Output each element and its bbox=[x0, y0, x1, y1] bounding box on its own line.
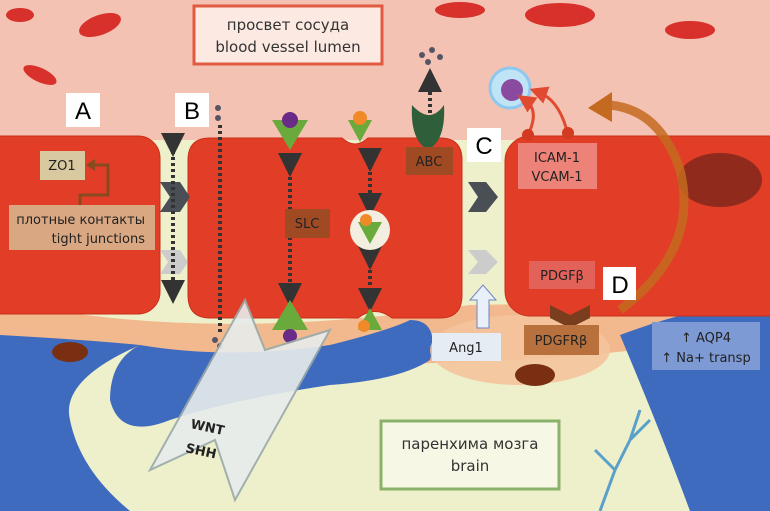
panel-letter-d: D bbox=[611, 272, 628, 299]
panel-a bbox=[66, 93, 100, 127]
brain-en: brain bbox=[451, 457, 490, 475]
tight-junctions-box bbox=[9, 205, 155, 250]
slc-box bbox=[285, 209, 330, 238]
abc-label: ABC bbox=[416, 155, 443, 170]
brain-box bbox=[379, 419, 561, 491]
pdgfrb-receptor-icon bbox=[550, 305, 590, 328]
vcam-label: VCAM-1 bbox=[531, 170, 582, 185]
slc-transporter-icons bbox=[272, 111, 390, 343]
cell-nucleus bbox=[678, 153, 762, 207]
red-blood-cell bbox=[665, 21, 715, 39]
pdgfb-box bbox=[529, 261, 595, 289]
pericyte-nucleus bbox=[515, 364, 555, 386]
icam-label: ICAM-1 bbox=[534, 151, 580, 166]
panel-d bbox=[603, 267, 636, 300]
pdgfrb-box bbox=[524, 325, 599, 355]
ang1-box bbox=[432, 333, 501, 361]
pdgfb-label: PDGFβ bbox=[540, 269, 584, 284]
transport-arrows bbox=[161, 68, 442, 335]
panel-letter-b: B bbox=[184, 98, 200, 125]
na-transp-label: ↑ Na+ transp bbox=[661, 351, 750, 366]
arrow-head-icon bbox=[86, 159, 95, 171]
tight-junctions-en: tight junctions bbox=[52, 232, 146, 247]
aqp4-box bbox=[652, 322, 760, 370]
title-box bbox=[192, 4, 384, 66]
red-blood-cell bbox=[435, 2, 485, 18]
ang1-arrow-icon bbox=[468, 284, 498, 329]
panel-letter-a: A bbox=[75, 98, 91, 125]
wnt-shh-arrow bbox=[147, 297, 333, 503]
red-blood-cell bbox=[79, 12, 121, 38]
leukocyte-nucleus bbox=[501, 79, 523, 101]
pericyte-signal-arrow bbox=[609, 100, 689, 314]
shh-label: SHH bbox=[184, 441, 218, 462]
arrow-head-icon bbox=[588, 92, 612, 122]
icam-vcam-box bbox=[518, 143, 597, 189]
panel-letter-c: C bbox=[475, 133, 492, 160]
aqp4-label: ↑ AQP4 bbox=[681, 331, 731, 346]
panel-c bbox=[467, 128, 501, 162]
red-blood-cell bbox=[23, 65, 57, 85]
astrocyte-endfoot bbox=[0, 335, 140, 511]
ang1-label: Ang1 bbox=[449, 341, 483, 356]
title-en: blood vessel lumen bbox=[215, 38, 360, 56]
title-ru: просвет сосуда bbox=[227, 16, 349, 34]
abc-box bbox=[406, 147, 453, 175]
zo1-arrow bbox=[78, 163, 110, 205]
zo1-label: ZO1 bbox=[48, 159, 75, 174]
zo1-box bbox=[40, 151, 85, 180]
brain-ru: паренхима мозга bbox=[402, 435, 539, 453]
red-blood-cell bbox=[525, 3, 595, 27]
panel-b bbox=[175, 93, 209, 127]
tight-junctions-ru: плотные контакты bbox=[16, 213, 145, 228]
slc-label: SLC bbox=[295, 217, 320, 232]
abc-transporter-icon bbox=[411, 105, 445, 150]
cell-nucleus bbox=[52, 342, 88, 362]
neuron-icon bbox=[593, 409, 652, 511]
red-blood-cell bbox=[6, 8, 34, 22]
pdgfrb-label: PDGFRβ bbox=[535, 334, 588, 349]
wnt-label: WNT bbox=[189, 417, 226, 439]
